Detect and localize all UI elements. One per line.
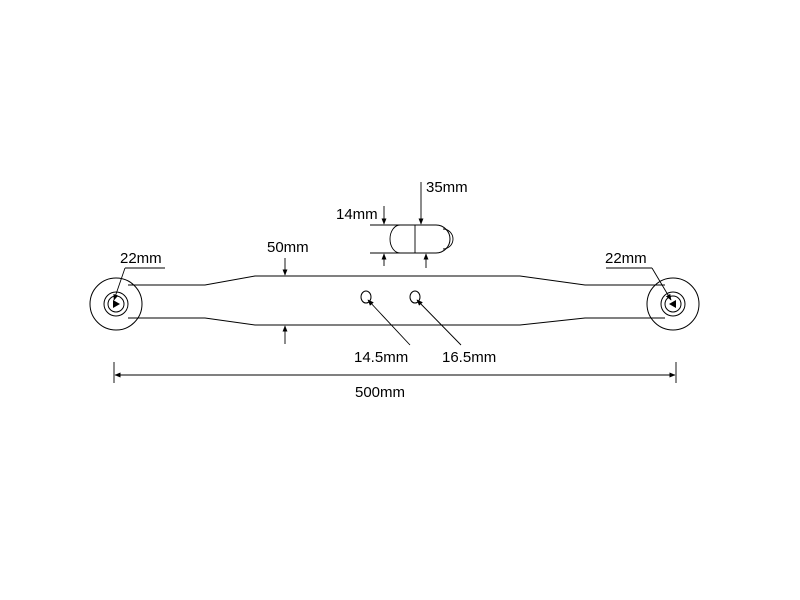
holes [360,290,421,304]
hole-small [360,290,372,304]
dim-bar-width: 50mm [267,239,309,344]
bar-top-edge [128,275,665,286]
label-right-ball: 22mm [605,250,647,267]
label-hole-small: 14.5mm [354,349,408,366]
link-bar [128,275,665,326]
dim-left-ball: 22mm [113,250,165,301]
label-bar-width: 50mm [267,239,309,256]
dim-hole-small: 14.5mm [354,299,411,366]
label-left-ball: 22mm [120,250,162,267]
label-end-height: 35mm [426,179,468,196]
left-ball-end [89,277,143,331]
label-thickness: 14mm [336,206,378,223]
dim-end-height: 35mm [418,179,468,268]
label-hole-large: 16.5mm [442,349,496,366]
right-ball-end [646,277,700,331]
hole-large [409,290,421,304]
dim-hole-large: 16.5mm [416,299,496,366]
dim-thickness: 14mm [336,206,395,266]
dim-overall-length: 500mm [113,362,677,401]
label-overall-length: 500mm [355,384,405,401]
dim-right-ball: 22mm [605,250,672,301]
end-view [373,224,454,254]
bar-bottom-edge [128,317,665,326]
